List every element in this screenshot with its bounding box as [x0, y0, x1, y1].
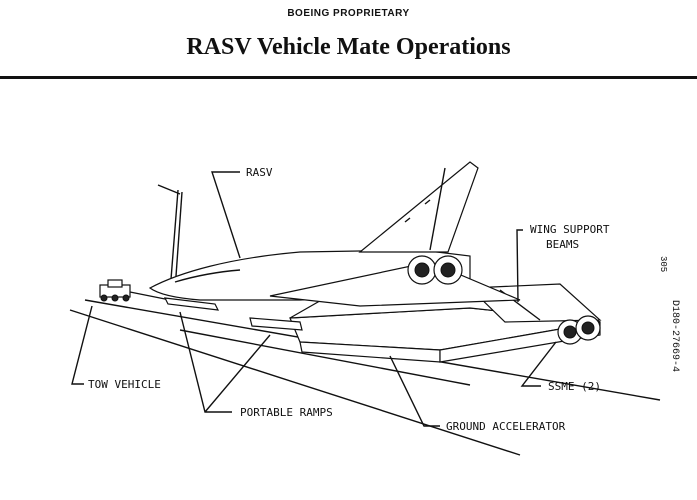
label-tow-vehicle: TOW VEHICLE: [88, 378, 161, 391]
leader-wing-support: [516, 229, 523, 303]
header-rule: [0, 76, 697, 79]
document-number: D180-27669-4: [669, 300, 680, 373]
label-wing-support-line1: WING SUPPORT: [530, 223, 610, 236]
mate-post: [169, 189, 179, 293]
page-title: RASV Vehicle Mate Operations: [186, 34, 511, 60]
leader-ground-accelerator: [389, 355, 440, 427]
label-ssme: SSME (2): [548, 380, 601, 393]
leader-ssme: [520, 341, 557, 387]
label-wing-support-line2: BEAMS: [546, 238, 579, 251]
ssme-engines: [557, 315, 601, 345]
page-number: 305: [658, 256, 668, 273]
proprietary-marking: BOEING PROPRIETARY: [287, 8, 410, 19]
label-ground-accelerator: GROUND ACCELERATOR: [446, 420, 566, 433]
mate-post-inner: [174, 191, 183, 291]
portable-ramps: [163, 297, 303, 331]
tow-vehicle: [99, 279, 171, 302]
label-portable-ramps: PORTABLE RAMPS: [240, 406, 333, 419]
leader-rasv: [211, 171, 241, 259]
rasv-vehicle: [148, 161, 521, 307]
label-rasv: RASV: [246, 166, 273, 179]
leader-tow-vehicle: [71, 305, 93, 385]
mate-arm: [157, 184, 181, 195]
ground-line: [69, 309, 521, 456]
leader-portable-ramps: [179, 311, 271, 413]
runway-line-lower: [179, 329, 471, 386]
